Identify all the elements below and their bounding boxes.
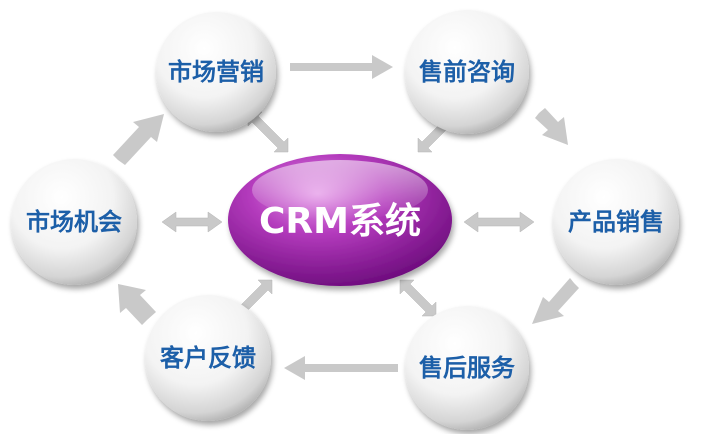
arrow-opportunity-to-marketing [113,114,164,165]
node-feedback-label: 客户反馈 [160,344,256,372]
node-aftersales: 售后服务 [405,306,529,430]
node-aftersales-label: 售后服务 [419,354,516,382]
arrow-feedback-to-opportunity [118,284,156,325]
node-sales: 产品销售 [553,159,679,285]
spoke-opportunity [161,211,223,233]
arrow-marketing-to-presales [290,55,393,79]
center-label: CRM系统 [259,201,421,242]
node-feedback: 客户反馈 [145,295,271,421]
arrow-sales-to-aftersales [532,278,579,324]
node-sales-label: 产品销售 [568,208,664,236]
node-presales: 售前咨询 [405,10,529,134]
arrow-aftersales-to-feedback [284,356,398,380]
center-node: CRM系统 [228,154,452,286]
arrow-presales-to-sales [535,108,568,145]
node-marketing: 市场营销 [156,12,276,132]
node-opportunity-label: 市场机会 [26,208,122,236]
node-marketing-label: 市场营销 [168,58,264,86]
spoke-aftersales [399,279,437,317]
spoke-sales [463,211,535,233]
spoke-marketing [247,111,289,153]
node-presales-label: 售前咨询 [419,58,515,86]
node-opportunity: 市场机会 [11,159,137,285]
